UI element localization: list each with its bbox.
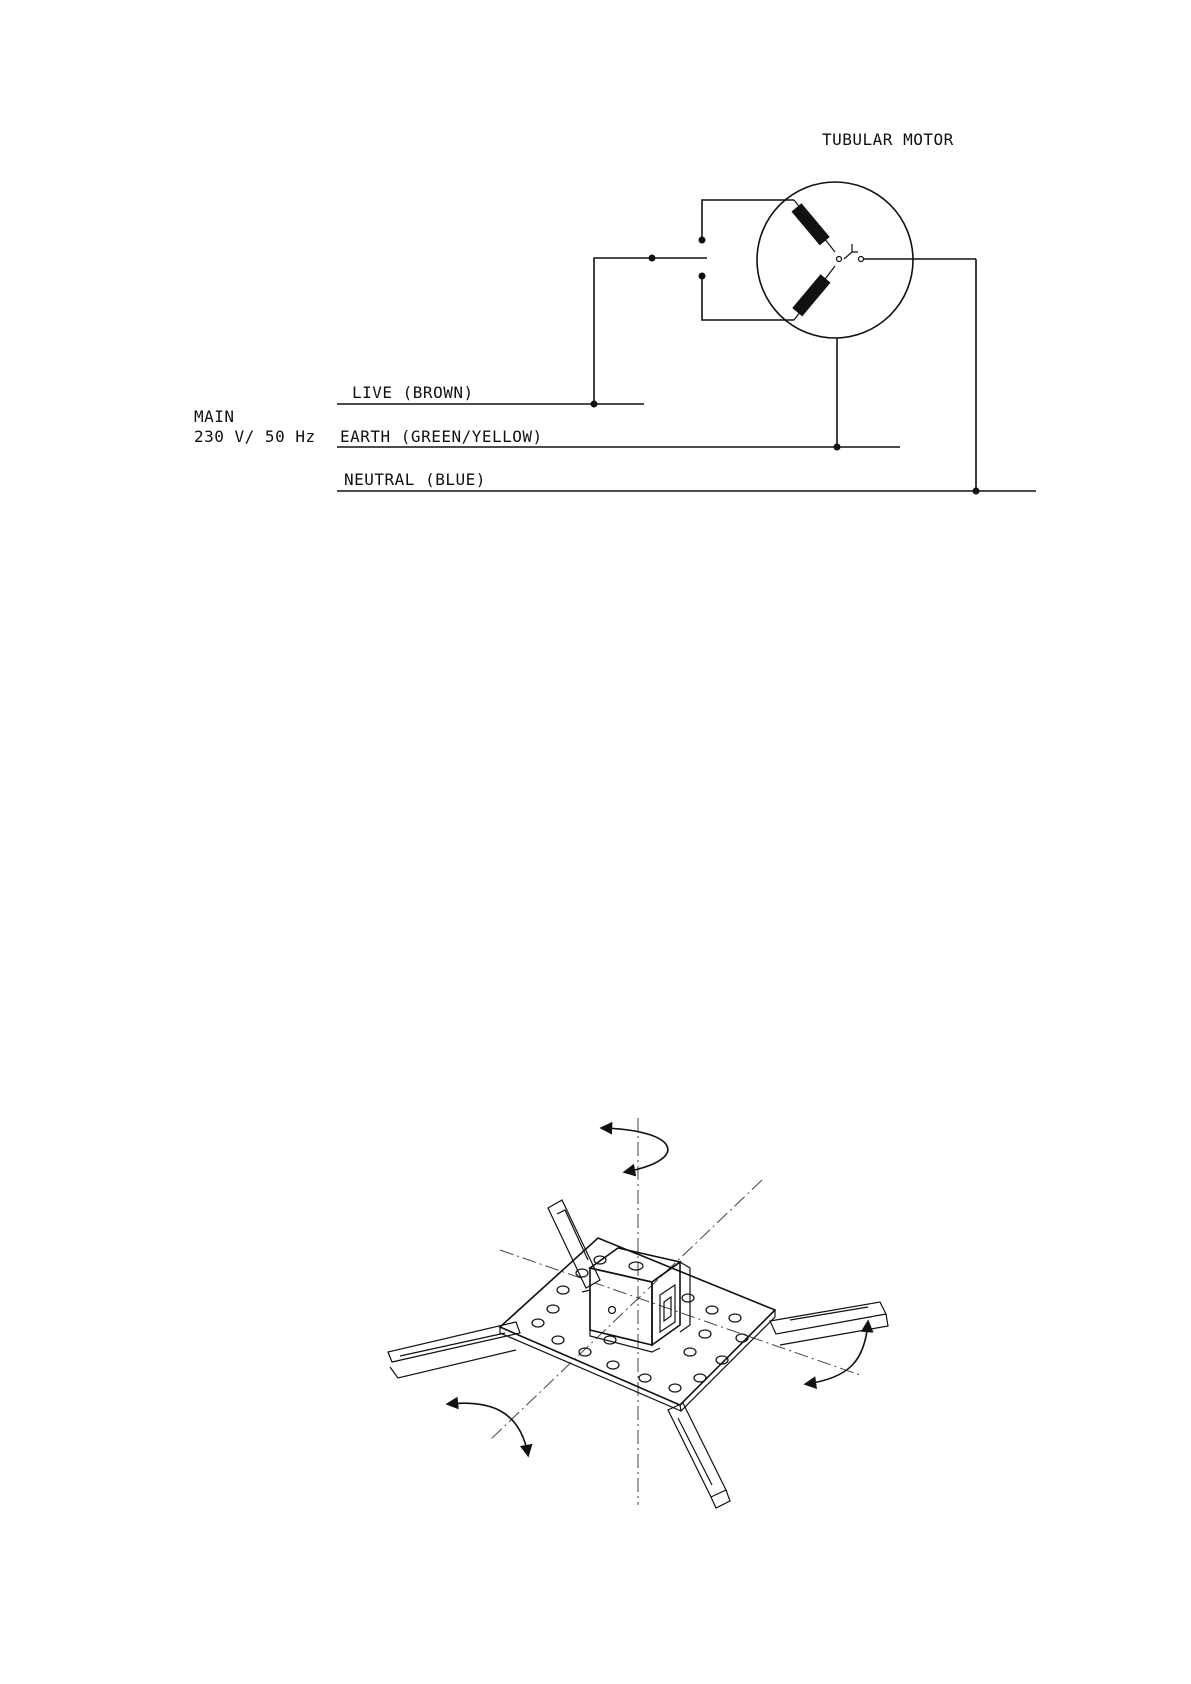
- tilt-arrow-left-icon: [448, 1403, 528, 1455]
- tilt-arrow-right-icon: [806, 1322, 868, 1384]
- rotate-arrow-top-icon: [602, 1128, 668, 1172]
- mount-plate: [500, 1238, 775, 1405]
- center-block: [582, 1248, 690, 1352]
- up-wire: [702, 200, 794, 240]
- plate-holes: [532, 1256, 748, 1392]
- mount-arms: [388, 1200, 888, 1508]
- main-label: MAIN: [194, 407, 235, 426]
- neutral-junction-dot: [973, 488, 980, 495]
- plate-edge-front: [500, 1327, 681, 1411]
- horizontal-axis: [500, 1250, 860, 1375]
- live-label: LIVE (BROWN): [352, 383, 474, 402]
- motor-label: TUBULAR MOTOR: [822, 130, 954, 149]
- thermal-switch: [844, 244, 858, 259]
- thermal-switch-node-2: [859, 257, 864, 262]
- earth-junction-dot: [834, 444, 841, 451]
- thermal-switch-node: [837, 257, 842, 262]
- winding-lower: [792, 274, 830, 316]
- down-wire: [702, 276, 794, 320]
- wiring-diagram: TUBULAR MOTOR MAIN 230 V/ 50 Hz LIVE (BR…: [0, 0, 1191, 560]
- live-riser: [594, 258, 652, 404]
- junction-dot: [591, 401, 598, 408]
- winding-upper: [791, 203, 829, 245]
- plate-edge: [680, 1310, 775, 1411]
- earth-label: EARTH (GREEN/YELLOW): [340, 427, 543, 446]
- neutral-label: NEUTRAL (BLUE): [344, 470, 486, 489]
- motor-circle: [757, 182, 913, 338]
- diagonal-axis: [490, 1180, 762, 1440]
- voltage-label: 230 V/ 50 Hz: [194, 427, 316, 446]
